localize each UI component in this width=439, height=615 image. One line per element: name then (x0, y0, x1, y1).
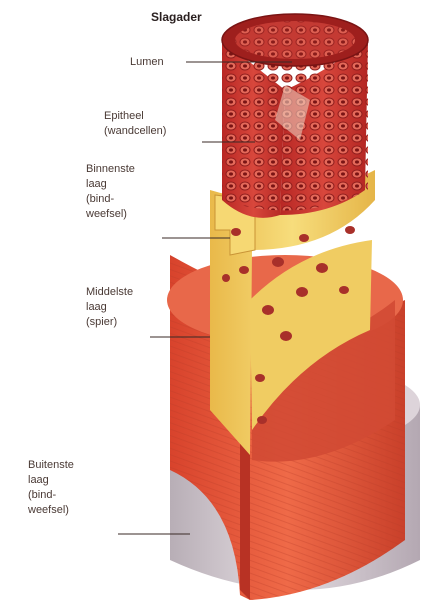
label-lumen: Lumen (130, 55, 164, 70)
label-middelste-laag: Middelste laag (spier) (86, 285, 133, 330)
diagram-title: Slagader (151, 10, 202, 24)
label-buitenste-laag: Buitenste laag (bind- weefsel) (28, 458, 74, 518)
lumen-tube (222, 14, 368, 218)
label-epitheel: Epitheel (wandcellen) (104, 109, 166, 139)
label-binnenste-laag: Binnenste laag (bind- weefsel) (86, 162, 135, 222)
